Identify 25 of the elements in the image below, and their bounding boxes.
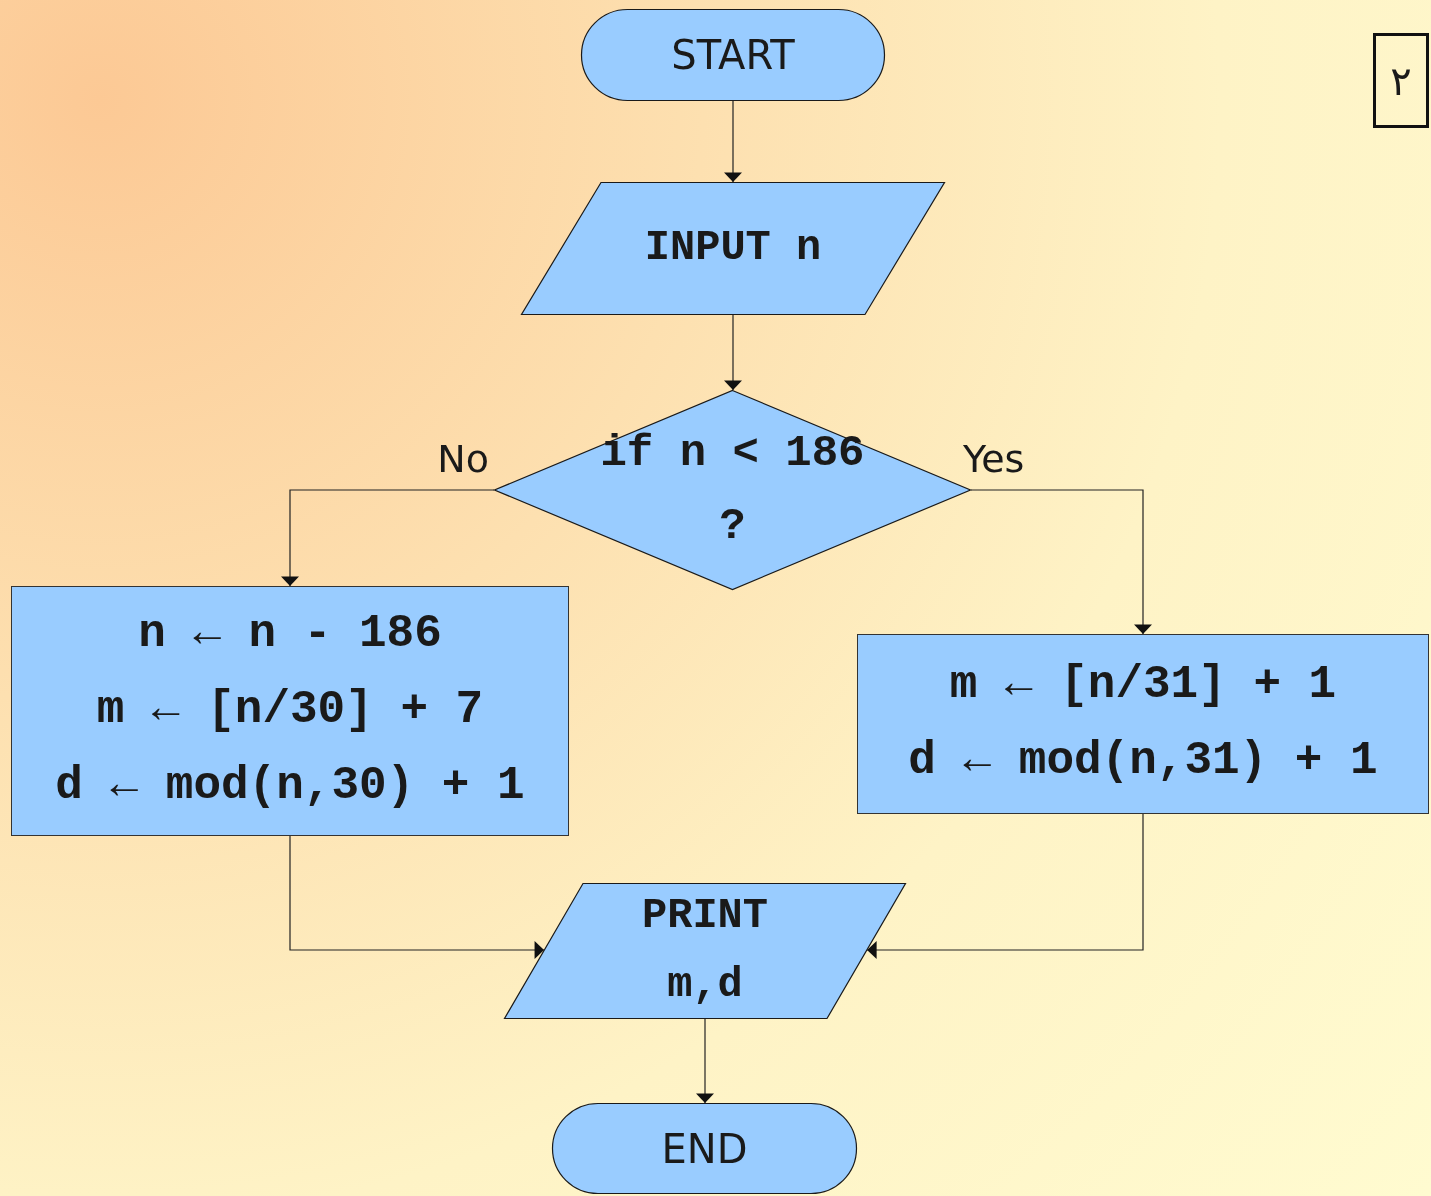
arrow: [696, 1018, 714, 1104]
arrow: [724, 100, 742, 183]
node-text: PRINT m,d: [641, 890, 769, 1011]
arrow: [866, 813, 1144, 959]
arrow: [289, 835, 545, 959]
node-text: ۲: [1390, 56, 1412, 106]
node-text: END: [661, 1124, 748, 1174]
process-box: [857, 634, 1429, 814]
node-text: n ← n - 186: [138, 607, 442, 663]
node-text: START: [671, 31, 795, 80]
page-number-box: [1373, 33, 1429, 128]
arrow: [970, 489, 1152, 635]
node-text: if n < 186 ?: [599, 427, 866, 553]
arrow: [281, 489, 495, 587]
edge-label: Yes: [963, 440, 1025, 478]
node-text: m ← [n/30] + 7: [96, 683, 484, 739]
node-text: m ← [n/31] + 1: [949, 658, 1337, 714]
node-text: INPUT n: [644, 222, 822, 274]
input-output-parallelogram: [504, 883, 906, 1019]
node-text: d ← mod(n,31) + 1: [908, 734, 1378, 789]
process-box: [11, 586, 569, 836]
arrow: [724, 314, 742, 391]
input-output-parallelogram: [521, 182, 945, 315]
node-text: d ← mod(n,30) + 1: [55, 758, 525, 814]
edge-label: No: [437, 440, 489, 478]
